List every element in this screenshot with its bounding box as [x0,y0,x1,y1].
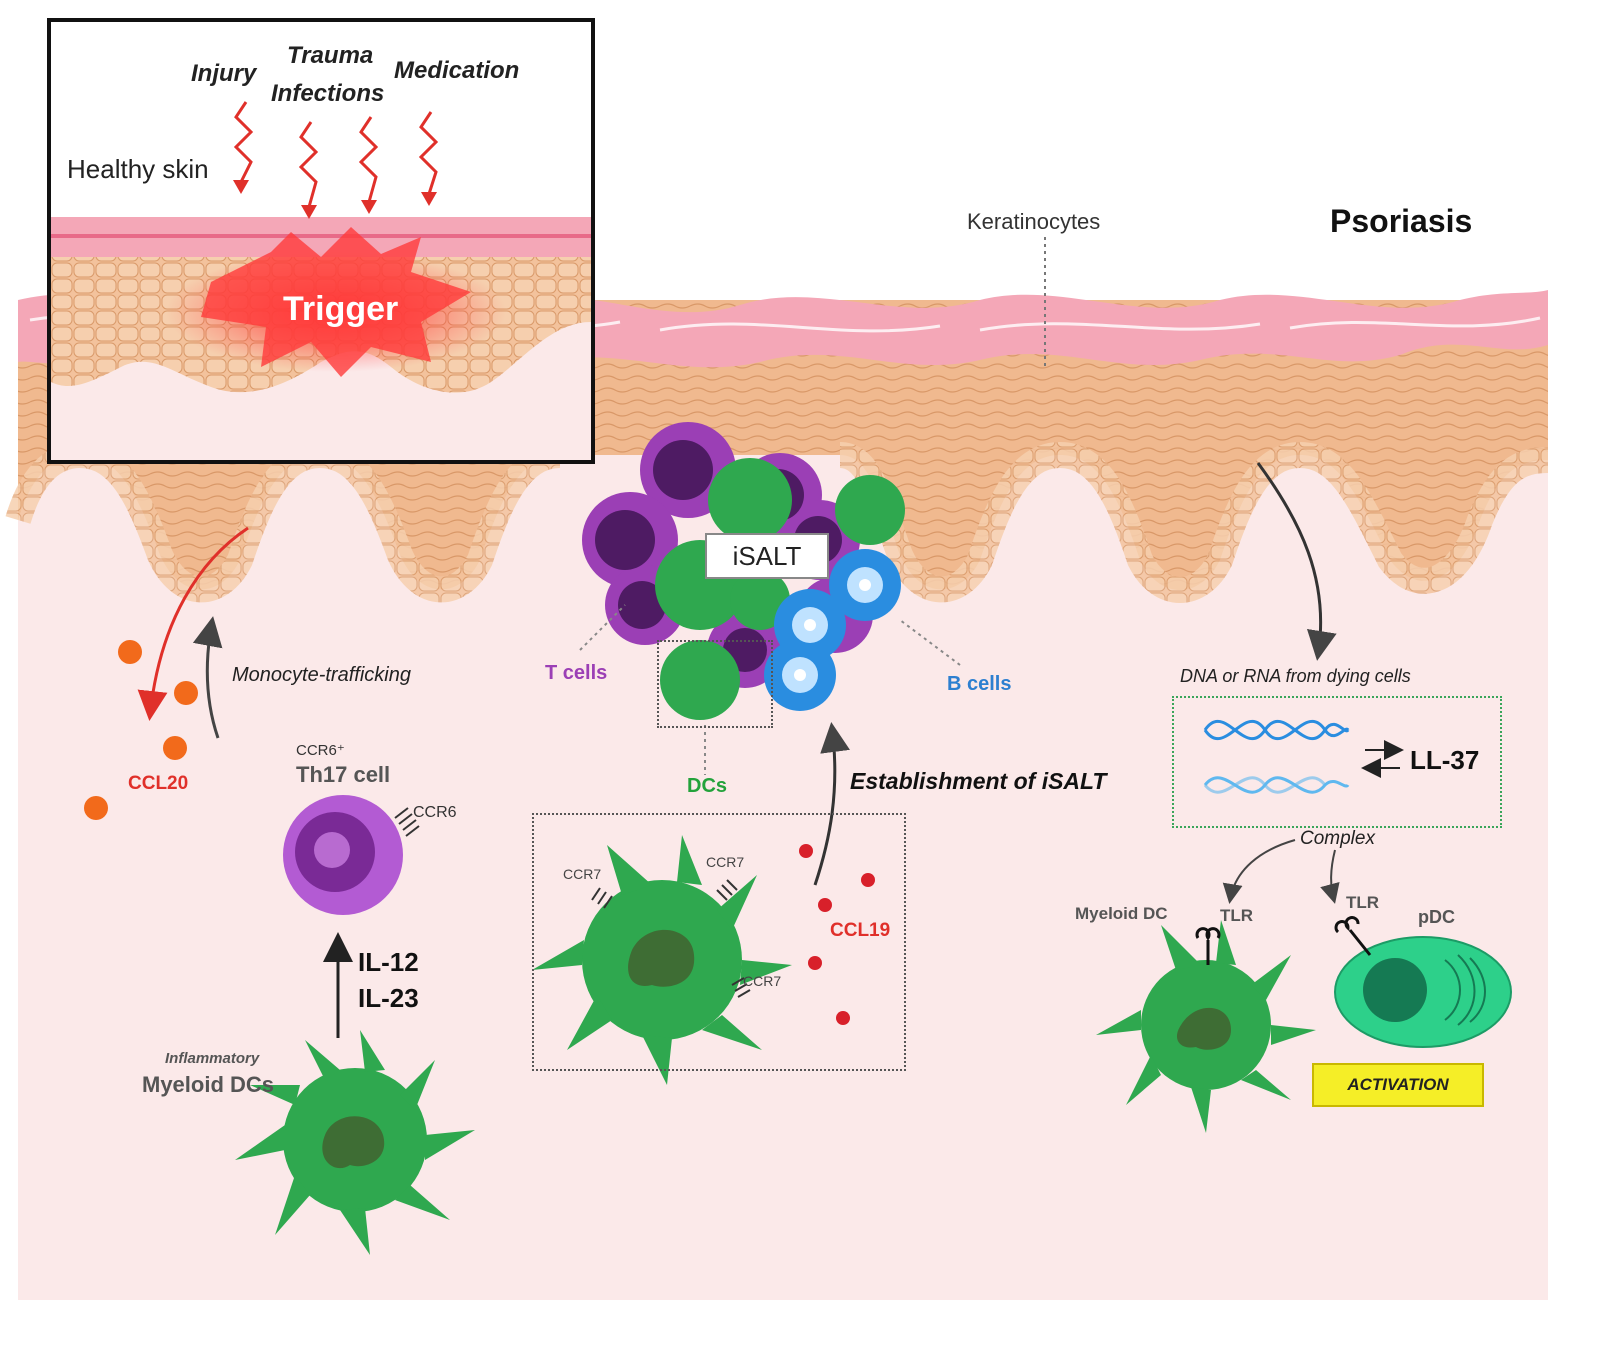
ccr7-dendritic-cell [532,835,792,1085]
ccr7-label-top-right: CCR7 [706,854,745,870]
complex-label: Complex [1300,828,1375,849]
complex-to-mdc-arrow [1222,839,1296,904]
ll37-label: LL-37 [1410,745,1480,775]
trigger-arrowheads [233,180,437,219]
activation-badge: ACTIVATION [1312,1063,1484,1107]
t-cells-label: T cells [545,662,608,684]
pdc-label: pDC [1418,907,1455,927]
dna-ll37-box [1172,696,1502,828]
isalt-label: iSALT [705,533,829,579]
ccl19-label: CCL19 [830,920,891,941]
tlr-receptor-pdc [1334,916,1372,956]
dna-rna-label: DNA or RNA from dying cells [1180,666,1411,686]
trigger-medication: Medication [394,57,520,84]
tlr-receptor-mdc [1195,927,1221,965]
dying-cells-arrow [1256,462,1337,661]
complex-to-pdc-arrow [1320,849,1340,904]
trigger-injury: Injury [191,60,257,87]
ccl20-arrow [137,526,249,721]
dc-highlight-box [657,640,773,728]
inset-artwork [51,101,591,460]
healthy-skin-inset: Injury Trauma Infections Medication Heal… [47,18,595,464]
activation-text: ACTIVATION [1347,1075,1449,1094]
ccr7-dc-box [532,813,906,1071]
trigger-infections: Infections [271,80,385,107]
tlr-label-mdc: TLR [1220,906,1254,925]
inset-stratum-line [51,234,591,238]
th17-cell [283,795,420,915]
ccr7-label-left: CCR7 [563,866,602,882]
tlr-label-pdc: TLR [1346,893,1380,912]
isalt-cluster [582,422,905,720]
keratinocytes-label: Keratinocytes [967,209,1101,234]
ccr6-label: CCR6 [413,804,457,821]
healthy-skin-label: Healthy skin [67,154,209,184]
ccl19-chemokines [799,844,875,1025]
establishment-label: Establishment of iSALT [850,768,1107,794]
inflammatory-label: Inflammatory [165,1050,260,1067]
trigger-label: Trigger [283,290,399,328]
myeloid-dcs-label: Myeloid DCs [142,1072,275,1097]
dcs-label: DCs [687,775,728,797]
psoriasis-title: Psoriasis [1330,203,1473,239]
b-cells-pointer [899,619,961,666]
th17-cell-label: Th17 cell [296,762,391,787]
ccr7-label-bottom-right: CCR7 [743,973,782,989]
ccl20-label: CCL20 [128,773,189,794]
establishment-arrow [813,722,850,886]
monocyte-trafficking-label: Monocyte-trafficking [232,664,411,686]
myeloid-dc-label: Myeloid DC [1075,904,1168,923]
pdc-cell [1334,936,1512,1048]
ccl20-chemokines [84,640,198,820]
ccr6-plus-label: CCR6⁺ [296,742,345,759]
il12-label: IL-12 [358,947,419,977]
b-cells-label: B cells [947,673,1012,695]
dna-helix [1203,720,1350,794]
trigger-trauma: Trauma [287,42,374,69]
ll37-exchange-arrows [1361,740,1404,778]
inflammatory-myeloid-dc [235,1030,475,1255]
trigger-burst [201,227,471,377]
trigger-zigzag-arrows [233,101,439,208]
myeloid-dc-right [1096,920,1316,1133]
il23-label: IL-23 [358,983,419,1013]
monocyte-trafficking-arrow [192,616,223,739]
isalt-text: iSALT [732,541,802,571]
